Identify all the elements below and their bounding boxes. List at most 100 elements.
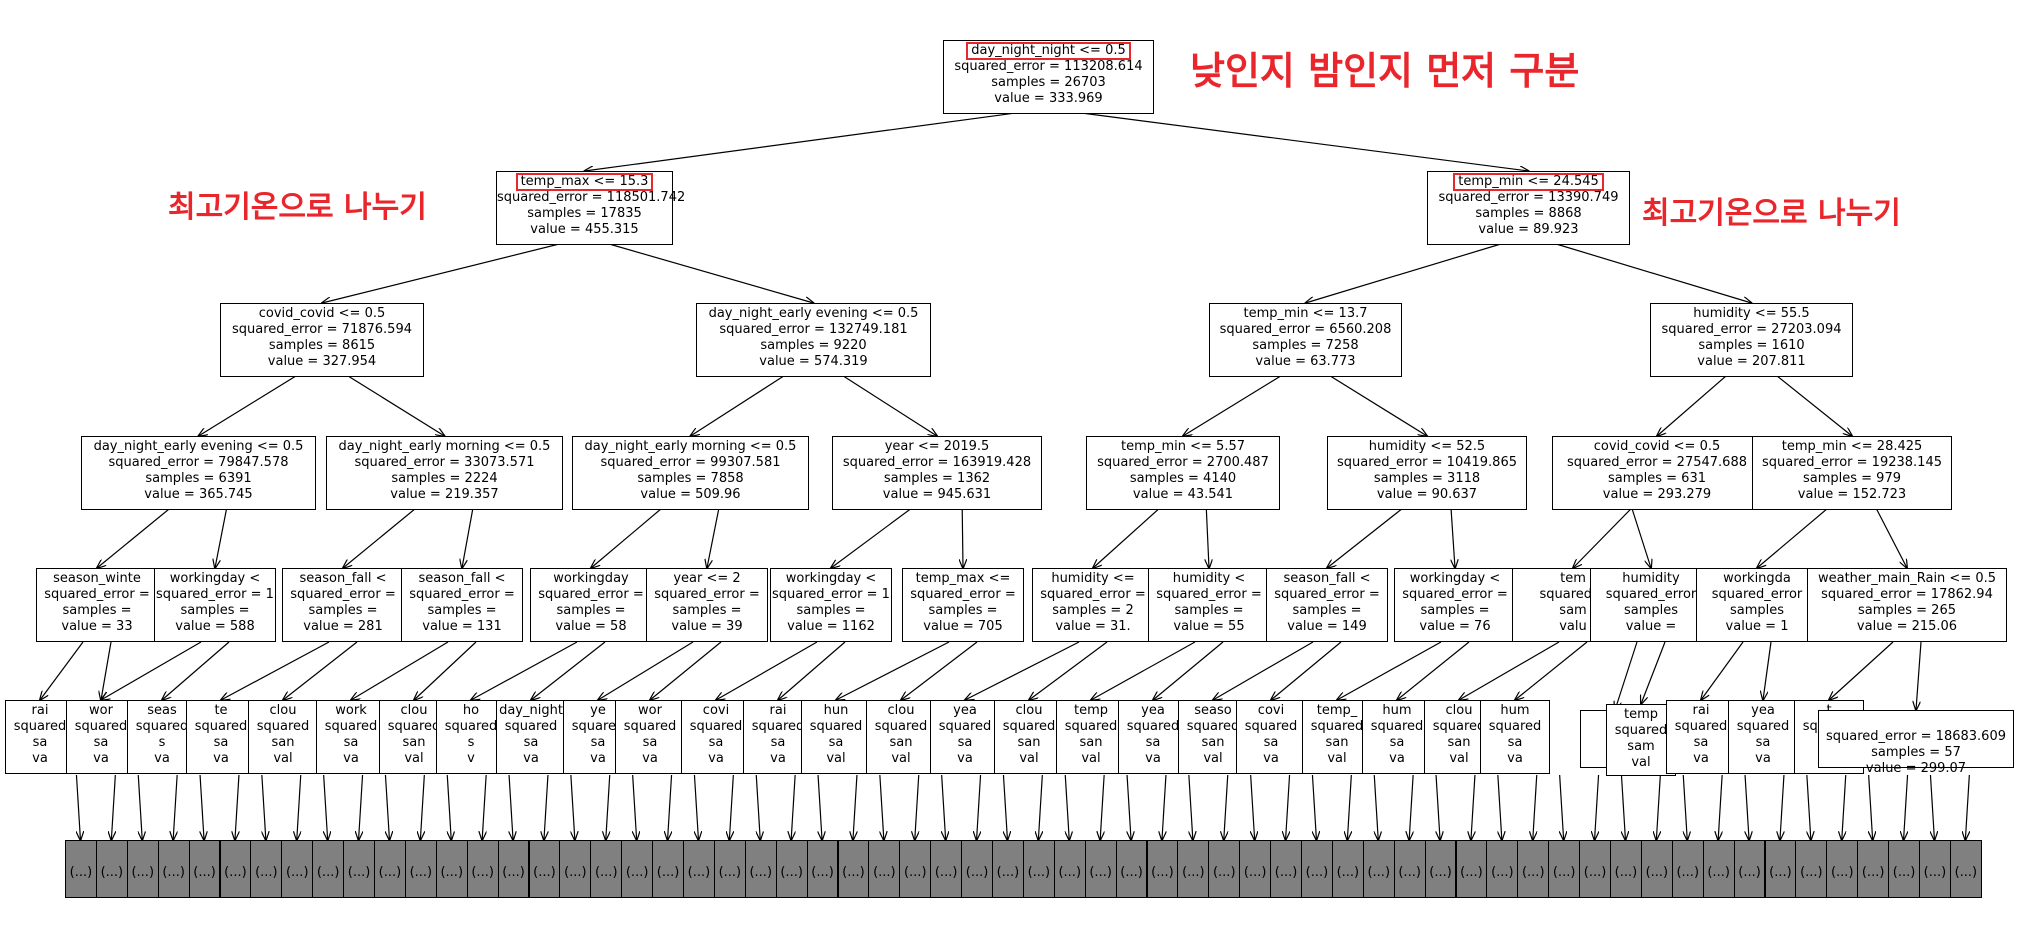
tree-edge bbox=[1718, 774, 1723, 840]
tree-edge bbox=[323, 774, 328, 840]
node-squared-error: squared_error = 17862.94 bbox=[1821, 587, 1993, 602]
node-samples: sa bbox=[32, 735, 48, 750]
tree-edge bbox=[1806, 774, 1811, 840]
truncated-leaf-label: (...) bbox=[625, 865, 649, 880]
tree-edge bbox=[606, 774, 611, 840]
node-squared-error: squared_error = 27547.688 bbox=[1567, 455, 1747, 470]
node-squared-error: squared_error = 113208.614 bbox=[954, 59, 1143, 74]
truncated-leaf-label: (...) bbox=[1583, 865, 1607, 880]
node-squared-error: squared bbox=[444, 719, 498, 734]
truncated-leaf-label: (...) bbox=[131, 865, 155, 880]
node-squared-error: squared_error = bbox=[910, 587, 1016, 602]
node-squared-error: squared_error = 99307.581 bbox=[600, 455, 781, 470]
node-samples: san bbox=[1201, 735, 1225, 750]
node-samples: sa bbox=[1389, 735, 1405, 750]
node-squared-error: squared_error = bbox=[654, 587, 760, 602]
node-samples: sam bbox=[1559, 603, 1587, 618]
node-split-rule: day_night_early evening <= 0.5 bbox=[93, 439, 304, 454]
truncated-leaf-label: (...) bbox=[780, 865, 803, 880]
tree-node-d4_9: humidity <squared_error = samples = valu… bbox=[1148, 568, 1270, 642]
truncated-leaf-label: (...) bbox=[1892, 865, 1916, 880]
node-split-rule: yea bbox=[953, 703, 977, 718]
truncated-leaf-node: (...) bbox=[1702, 840, 1735, 898]
tree-edge bbox=[283, 641, 358, 700]
node-samples: samples = 2 bbox=[1052, 603, 1134, 618]
node-samples: samples = bbox=[427, 603, 497, 618]
truncated-leaf-label: (...) bbox=[224, 865, 247, 880]
truncated-leaf-label: (...) bbox=[1738, 865, 1761, 880]
node-value: va bbox=[590, 751, 606, 766]
node-value: va bbox=[523, 751, 539, 766]
node-value: value = 149 bbox=[1287, 619, 1367, 634]
tree-edge bbox=[101, 641, 112, 700]
truncated-leaf-node: (...) bbox=[652, 840, 684, 898]
tree-edge bbox=[836, 641, 950, 700]
node-split-rule: covi bbox=[1257, 703, 1285, 718]
tree-edge bbox=[420, 774, 425, 840]
truncated-leaf-node: (...) bbox=[219, 840, 252, 898]
node-split-rule: season_fall < bbox=[1283, 571, 1371, 586]
tree-edge bbox=[1775, 374, 1852, 436]
truncated-leaf-node: (...) bbox=[683, 840, 715, 898]
node-squared-error: squared_e bbox=[1539, 587, 1607, 602]
truncated-leaf-node: (...) bbox=[497, 840, 530, 898]
tree-edge bbox=[351, 641, 449, 700]
tree-edge bbox=[585, 111, 1024, 171]
node-value: val bbox=[404, 751, 424, 766]
node-squared-error: squared_error = 18683.609 bbox=[1826, 729, 2006, 744]
truncated-leaf-node: (...) bbox=[1517, 840, 1550, 898]
tree-edge bbox=[1631, 507, 1651, 568]
tree-edge bbox=[111, 774, 116, 840]
node-value: val bbox=[1449, 751, 1469, 766]
node-squared-error: squared_error = 33073.571 bbox=[354, 455, 535, 470]
node-samples: samples = bbox=[62, 603, 132, 618]
truncated-leaf-node: (...) bbox=[992, 840, 1024, 898]
tree-edge bbox=[1435, 774, 1440, 840]
truncated-leaf-node: (...) bbox=[1270, 840, 1302, 898]
tree-node-d4_11: workingday <squared_error = samples = va… bbox=[1394, 568, 1516, 642]
truncated-leaf-label: (...) bbox=[1429, 865, 1452, 880]
node-squared-error: squared_error = 2700.487 bbox=[1097, 455, 1269, 470]
node-value: value = 219.357 bbox=[390, 487, 499, 502]
tree-edge bbox=[446, 774, 451, 840]
tree-edge bbox=[1064, 774, 1069, 840]
tree-edge bbox=[1595, 774, 1600, 840]
node-samples: san bbox=[271, 735, 295, 750]
tree-edge bbox=[1615, 641, 1638, 710]
node-squared-error: squared bbox=[751, 719, 805, 734]
node-samples: samples = 6391 bbox=[145, 471, 252, 486]
truncated-leaf-label: (...) bbox=[811, 865, 834, 880]
node-squared-error: squared bbox=[1310, 719, 1364, 734]
tree-edge bbox=[716, 641, 818, 700]
node-samples: s bbox=[158, 735, 166, 750]
node-split-rule: temp_min <= 5.57 bbox=[1120, 439, 1246, 454]
truncated-leaf-node: (...) bbox=[1208, 840, 1241, 898]
node-samples: samples = bbox=[1420, 603, 1490, 618]
truncated-leaf-label: (...) bbox=[996, 865, 1020, 880]
node-split-rule: covid_covid <= 0.5 bbox=[258, 306, 386, 321]
tree-edge bbox=[531, 641, 606, 700]
node-value: va bbox=[1755, 751, 1771, 766]
node-samples: sa bbox=[957, 735, 973, 750]
truncated-leaf-node: (...) bbox=[775, 840, 808, 898]
truncated-leaf-node: (...) bbox=[466, 840, 499, 898]
truncated-leaf-label: (...) bbox=[533, 865, 556, 880]
node-value: value = 333.969 bbox=[994, 91, 1103, 106]
node-value: val bbox=[1081, 751, 1101, 766]
tree-edge bbox=[1701, 641, 1744, 700]
tree-edge bbox=[1875, 507, 1907, 568]
node-squared-error: squared_error = 27203.094 bbox=[1661, 322, 1842, 337]
node-squared-error: squared bbox=[1244, 719, 1298, 734]
